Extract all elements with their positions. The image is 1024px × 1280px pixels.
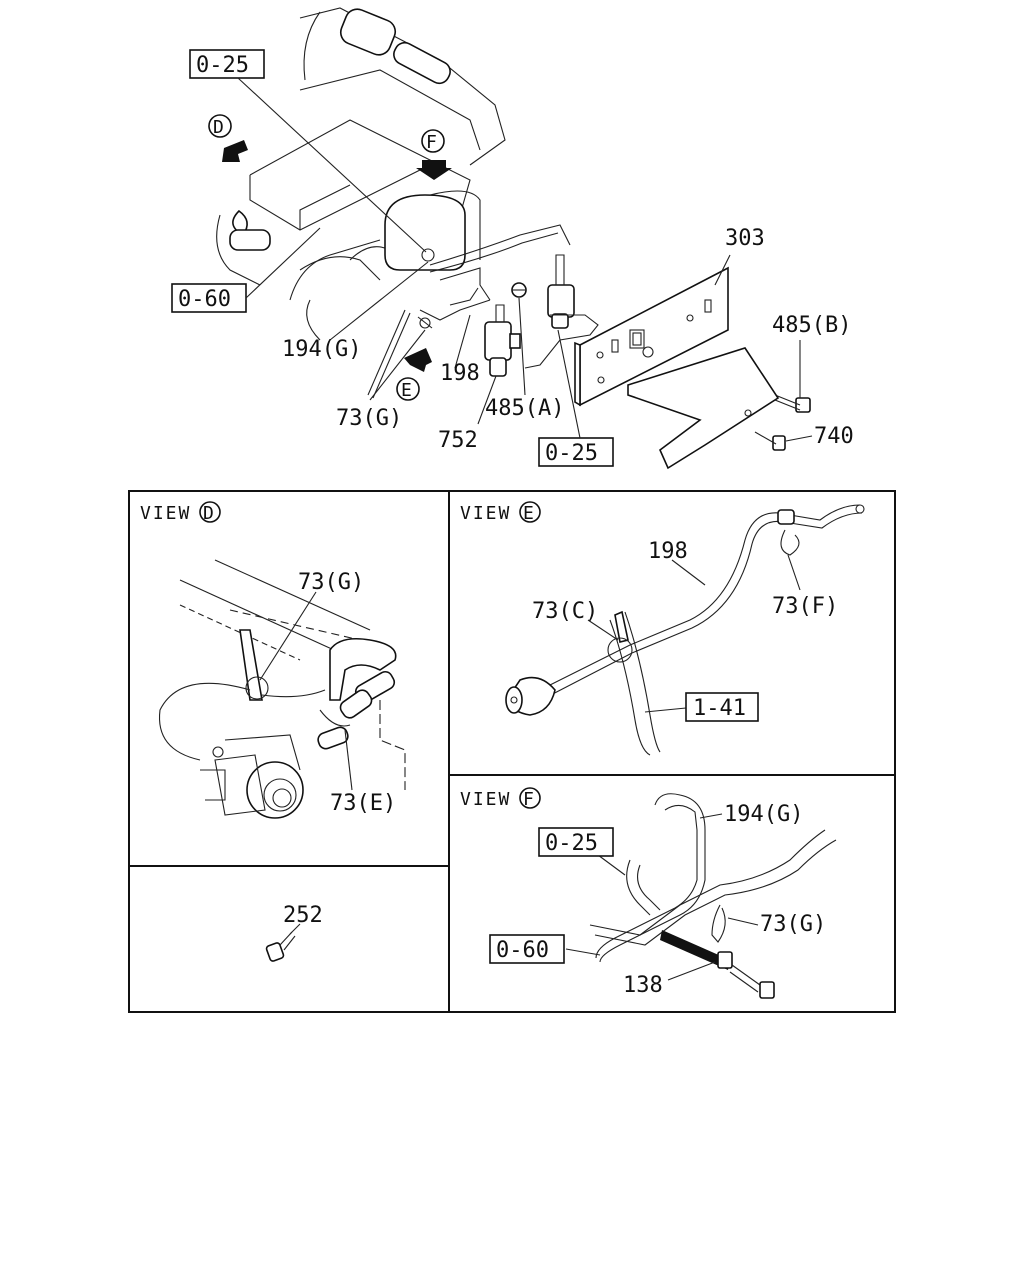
view-f-ref-060: 0-60 — [496, 938, 549, 963]
bolt-252-drawing — [265, 931, 296, 962]
view-d-letter: D — [203, 503, 216, 524]
main-leader-lines — [237, 77, 813, 442]
engine-block-drawing — [216, 7, 571, 399]
view-e-hose-drawing — [505, 504, 865, 756]
arrow-e-letter: E — [401, 380, 414, 401]
view-f-title: VIEW — [460, 789, 511, 810]
bracket-303 — [524, 266, 780, 470]
view-e-ref-141: 1-41 — [693, 696, 746, 721]
part-485a-label: 485(A) — [485, 396, 564, 421]
view-f-panel: VIEW F 194(G) 0-25 73(G) 0-60 138 — [460, 787, 837, 999]
bolt-485a-drawing — [511, 282, 527, 298]
arrow-d-letter: D — [213, 117, 226, 138]
view-f-part-73g: 73(G) — [760, 912, 826, 937]
bolt-485b-drawing — [774, 394, 811, 413]
view-e-part-198: 198 — [648, 539, 688, 564]
view-f-hose-drawing — [589, 793, 837, 999]
part-252-label: 252 — [283, 903, 323, 928]
view-f-ref-025: 0-25 — [545, 831, 598, 856]
arrow-e: E — [396, 348, 432, 401]
arrow-f-letter: F — [426, 132, 439, 153]
ref-025-bottom-text: 0-25 — [545, 441, 598, 466]
view-e-part-73c: 73(C) — [532, 599, 598, 624]
view-d-engine-drawing — [158, 559, 406, 819]
view-d-panel: VIEW D 73(G) 7 — [140, 501, 406, 819]
part-194g-label: 194(G) — [282, 337, 361, 362]
clamp-73g-main — [417, 248, 435, 329]
part-485b-label: 485(B) — [772, 313, 851, 338]
arrow-f: F — [416, 129, 452, 180]
part-740-label: 740 — [814, 424, 854, 449]
view-e-part-73f: 73(F) — [772, 594, 838, 619]
main-assembly: D F E 0-25 0-60 0-25 — [171, 7, 854, 470]
ref-box-025-top: 0-25 — [189, 49, 265, 79]
arrow-d: D — [208, 114, 248, 162]
view-252-panel: 252 — [265, 903, 323, 962]
ref-box-025-bottom: 0-25 — [538, 437, 614, 467]
view-d-part-73e: 73(E) — [330, 791, 396, 816]
ref-box-060-left: 0-60 — [171, 283, 247, 313]
solenoid-valve-right — [547, 254, 575, 329]
view-d-title: VIEW — [140, 503, 191, 524]
view-e-title: VIEW — [460, 503, 511, 524]
views-frame — [128, 490, 896, 1013]
view-e-panel: VIEW E 198 73(C) 73(F) 1-41 — [460, 501, 865, 756]
part-752-label: 752 — [438, 428, 478, 453]
part-198-label: 198 — [440, 361, 480, 386]
bolt-740-drawing — [754, 431, 786, 451]
ref-060-left-text: 0-60 — [178, 287, 231, 312]
part-303-label: 303 — [725, 226, 765, 251]
view-f-part-138: 138 — [623, 973, 663, 998]
view-d-part-73g: 73(G) — [298, 570, 364, 595]
ref-025-top-text: 0-25 — [196, 53, 249, 78]
view-f-part-194g: 194(G) — [724, 802, 803, 827]
solenoid-valve-752 — [484, 304, 521, 377]
part-73g-label: 73(G) — [336, 406, 402, 431]
view-e-letter: E — [523, 503, 536, 524]
view-f-letter: F — [523, 789, 536, 810]
